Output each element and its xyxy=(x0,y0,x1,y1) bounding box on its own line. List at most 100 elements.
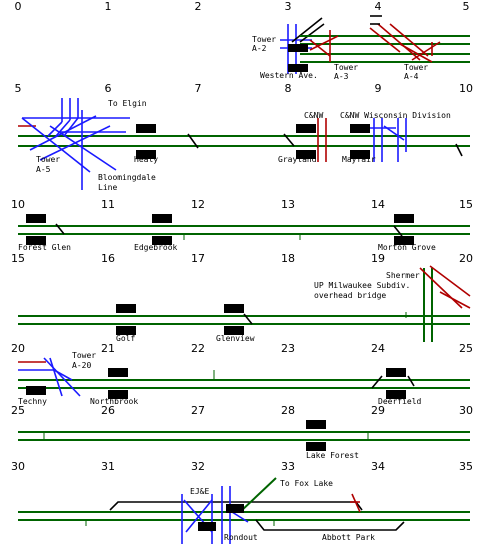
label-ejae: EJ&E xyxy=(190,487,209,496)
red-crossover xyxy=(399,43,433,63)
mile-21: 21 xyxy=(101,342,115,355)
platform-western-ave xyxy=(288,44,308,52)
label-forest-glen: Forest Glen xyxy=(18,243,71,252)
label-overhead-bridge: overhead bridge xyxy=(314,291,386,300)
mile-34: 34 xyxy=(371,460,385,473)
mile-9: 9 xyxy=(375,82,382,95)
label-glenview: Glenview xyxy=(216,334,255,343)
platform-glenview xyxy=(224,326,244,335)
ejae-connector xyxy=(231,511,249,523)
platform-northbrook xyxy=(108,368,128,377)
blue-wye xyxy=(49,125,117,171)
mile-5: 5 xyxy=(463,0,470,13)
blue-crossover xyxy=(53,369,73,381)
blue-curve xyxy=(47,121,63,137)
label-cnw-wisconsin: C&NW Wisconsin Division xyxy=(340,111,451,120)
mile-6: 6 xyxy=(105,82,112,95)
label-cnw: C&NW xyxy=(304,111,323,120)
ejae-connector xyxy=(185,499,213,533)
platform-mayfair xyxy=(350,150,370,159)
row-15-20: 15 16 17 18 19 20 Shermer UP Milwaukee S… xyxy=(11,252,473,343)
platform-western-ave xyxy=(288,64,308,72)
platform-rondout xyxy=(198,522,216,531)
blue-crossover xyxy=(43,357,81,397)
blue-curve xyxy=(55,119,71,137)
label-techny: Techny xyxy=(18,397,47,406)
mile-8: 8 xyxy=(285,82,292,95)
mile-20: 20 xyxy=(459,252,473,265)
label-lake-forest: Lake Forest xyxy=(306,451,359,460)
mile-14: 14 xyxy=(371,198,385,211)
label-tower-a2: Tower xyxy=(252,35,276,44)
platform-techny xyxy=(26,386,46,395)
platform-forest-glen xyxy=(26,236,46,245)
black-branch xyxy=(291,17,323,43)
mile-4: 4 xyxy=(375,0,382,13)
black-branch xyxy=(299,23,325,43)
label-mayfair: Mayfair xyxy=(342,155,376,164)
label-to-elgin: To Elgin xyxy=(108,99,147,108)
red-shermer-line xyxy=(439,291,471,309)
platform-morton-grove xyxy=(394,214,414,223)
label-morton-grove: Morton Grove xyxy=(378,243,436,252)
platform-golf xyxy=(116,326,136,335)
mile-7: 7 xyxy=(195,82,202,95)
row-25-30: 25 26 27 28 29 30 Lake Forest xyxy=(11,404,473,460)
row-5-10: 5 6 7 8 9 10 xyxy=(15,82,474,192)
label-edgebrook: Edgebrook xyxy=(134,243,178,252)
platform-northbrook xyxy=(108,390,128,399)
label-tower-a20: Tower xyxy=(72,351,96,360)
mile-5: 5 xyxy=(15,82,22,95)
row-20-25: 20 21 22 23 24 25 Tower A-20 Techny Nort… xyxy=(11,342,473,406)
mile-17: 17 xyxy=(191,252,205,265)
red-crossover xyxy=(389,23,429,57)
platform-deerfield xyxy=(386,368,406,377)
mile-3: 3 xyxy=(285,0,292,13)
crossover xyxy=(407,375,415,387)
mile-11: 11 xyxy=(101,198,115,211)
label-tower-a20-id: A-20 xyxy=(72,361,91,370)
label-golf: Golf xyxy=(116,334,135,343)
platform-lake-forest xyxy=(306,442,326,451)
platform-grayland xyxy=(296,150,316,159)
crossover xyxy=(187,133,199,149)
label-western-ave: Western Ave. xyxy=(260,71,318,80)
crossover xyxy=(393,225,403,237)
crossover xyxy=(455,143,463,157)
label-to-fox-lake: To Fox Lake xyxy=(280,479,333,488)
label-abbott-park: Abbott Park xyxy=(322,533,375,542)
mile-20: 20 xyxy=(11,342,25,355)
blue-wye xyxy=(21,117,91,173)
mile-30: 30 xyxy=(459,404,473,417)
row-0-5: 0 1 2 3 4 5 Tower A-2 Western A xyxy=(15,0,470,81)
mile-10: 10 xyxy=(11,198,25,211)
platform-deerfield xyxy=(386,390,406,399)
crossover xyxy=(283,133,295,147)
mile-1: 1 xyxy=(105,0,112,13)
red-crossover xyxy=(411,41,441,61)
blue-crossover xyxy=(383,125,405,141)
red-crossover xyxy=(309,39,331,57)
mile-35: 35 xyxy=(459,460,473,473)
mile-27: 27 xyxy=(191,404,205,417)
label-tower-a4: Tower xyxy=(404,63,428,72)
fox-lake-branch xyxy=(239,477,277,513)
mile-16: 16 xyxy=(101,252,115,265)
mile-2: 2 xyxy=(195,0,202,13)
row-30-35: 30 31 32 33 34 35 EJ&E To Fox Lake Rondo… xyxy=(11,460,473,544)
label-tower-a3: Tower xyxy=(334,63,358,72)
mile-10: 10 xyxy=(459,82,473,95)
blue-wye xyxy=(29,115,97,151)
platform-edgebrook xyxy=(152,214,172,223)
mile-23: 23 xyxy=(281,342,295,355)
mile-30: 30 xyxy=(11,460,25,473)
mile-33: 33 xyxy=(281,460,295,473)
label-grayland: Grayland xyxy=(278,155,317,164)
row-10-15: 10 11 12 13 14 15 Forest Glen Edgebrook … xyxy=(11,198,473,252)
mile-31: 31 xyxy=(101,460,115,473)
crossover xyxy=(243,313,253,325)
mile-15: 15 xyxy=(11,252,25,265)
mile-13: 13 xyxy=(281,198,295,211)
label-tower-a2-id: A-2 xyxy=(252,44,267,53)
